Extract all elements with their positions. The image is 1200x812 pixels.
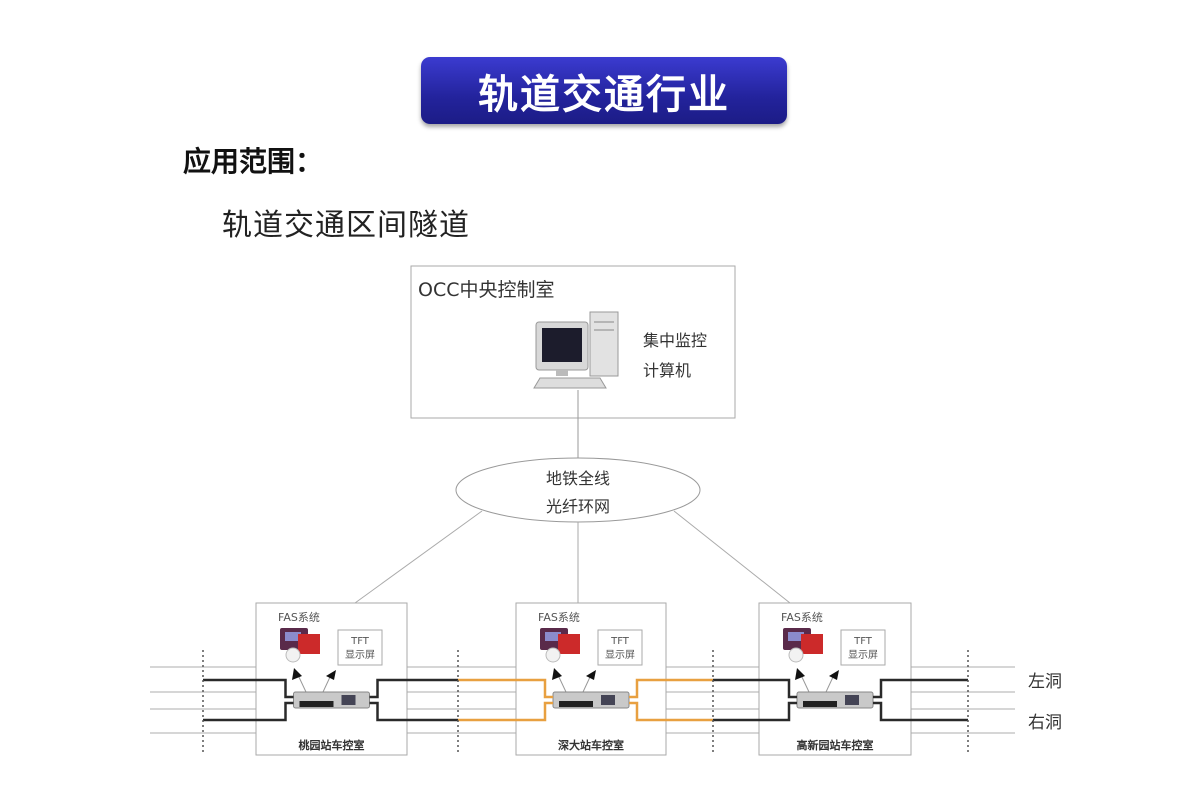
tft-label-2: 显示屏 [345, 649, 375, 661]
scope-value: 轨道交通区间隧道 [222, 208, 470, 243]
fiber-right-lower [629, 701, 713, 722]
tft-display-box [597, 629, 643, 666]
fiber-device-icon [293, 691, 370, 709]
tft-display-box [840, 629, 886, 666]
fas-label: FAS系统 [781, 611, 823, 624]
fas-device-icon [783, 628, 823, 663]
tft-display-box [337, 629, 383, 666]
computer-label-2: 计算机 [643, 361, 691, 380]
link-station-3 [673, 510, 791, 604]
network-label-2: 光纤环网 [546, 497, 610, 516]
arrow-icon [795, 668, 805, 680]
arrow-icon [292, 668, 302, 680]
fiber-device-icon [796, 691, 874, 709]
scope-label: 应用范围： [183, 145, 324, 178]
station-name: 高新园站车控室 [797, 738, 874, 752]
fiber-left-upper [203, 678, 294, 699]
arrow-icon [586, 670, 596, 680]
fas-label: FAS系统 [278, 611, 320, 624]
arrow-icon [326, 670, 336, 680]
fas-label: FAS系统 [538, 611, 580, 624]
left-tunnel-label: 左洞 [1028, 672, 1062, 692]
title-banner: 轨道交通行业 [421, 57, 787, 124]
computer-icon [533, 311, 619, 389]
fiber-left-lower [203, 701, 294, 722]
fiber-right-upper [629, 678, 713, 699]
fiber-right-upper [369, 678, 458, 699]
fiber-left-lower [713, 701, 797, 722]
computer-label-1: 集中监控 [643, 331, 707, 350]
right-tunnel-label: 右洞 [1028, 713, 1062, 733]
fiber-left-upper [713, 678, 797, 699]
fiber-right-upper [873, 678, 968, 699]
arrow-icon [829, 670, 839, 680]
tft-label: TFT [610, 636, 630, 647]
fiber-device-icon [552, 691, 630, 709]
fiber-left-upper [458, 678, 553, 699]
fiber-left-lower [458, 701, 553, 722]
section-dividers [202, 650, 969, 752]
tft-label: TFT [350, 636, 370, 647]
fas-device-icon [540, 628, 580, 663]
station-name: 桃园站车控室 [299, 738, 365, 752]
network-label-1: 地铁全线 [546, 469, 610, 488]
tft-label-2: 显示屏 [605, 649, 635, 661]
tft-label: TFT [853, 636, 873, 647]
occ-title: OCC中央控制室 [418, 279, 555, 301]
station-name: 深大站车控室 [558, 738, 624, 752]
link-station-1 [354, 510, 483, 604]
fiber-right-lower [873, 701, 968, 722]
arrow-icon [552, 668, 562, 680]
tft-label-2: 显示屏 [848, 649, 878, 661]
fas-device-icon [280, 628, 320, 663]
fiber-right-lower [369, 701, 458, 722]
